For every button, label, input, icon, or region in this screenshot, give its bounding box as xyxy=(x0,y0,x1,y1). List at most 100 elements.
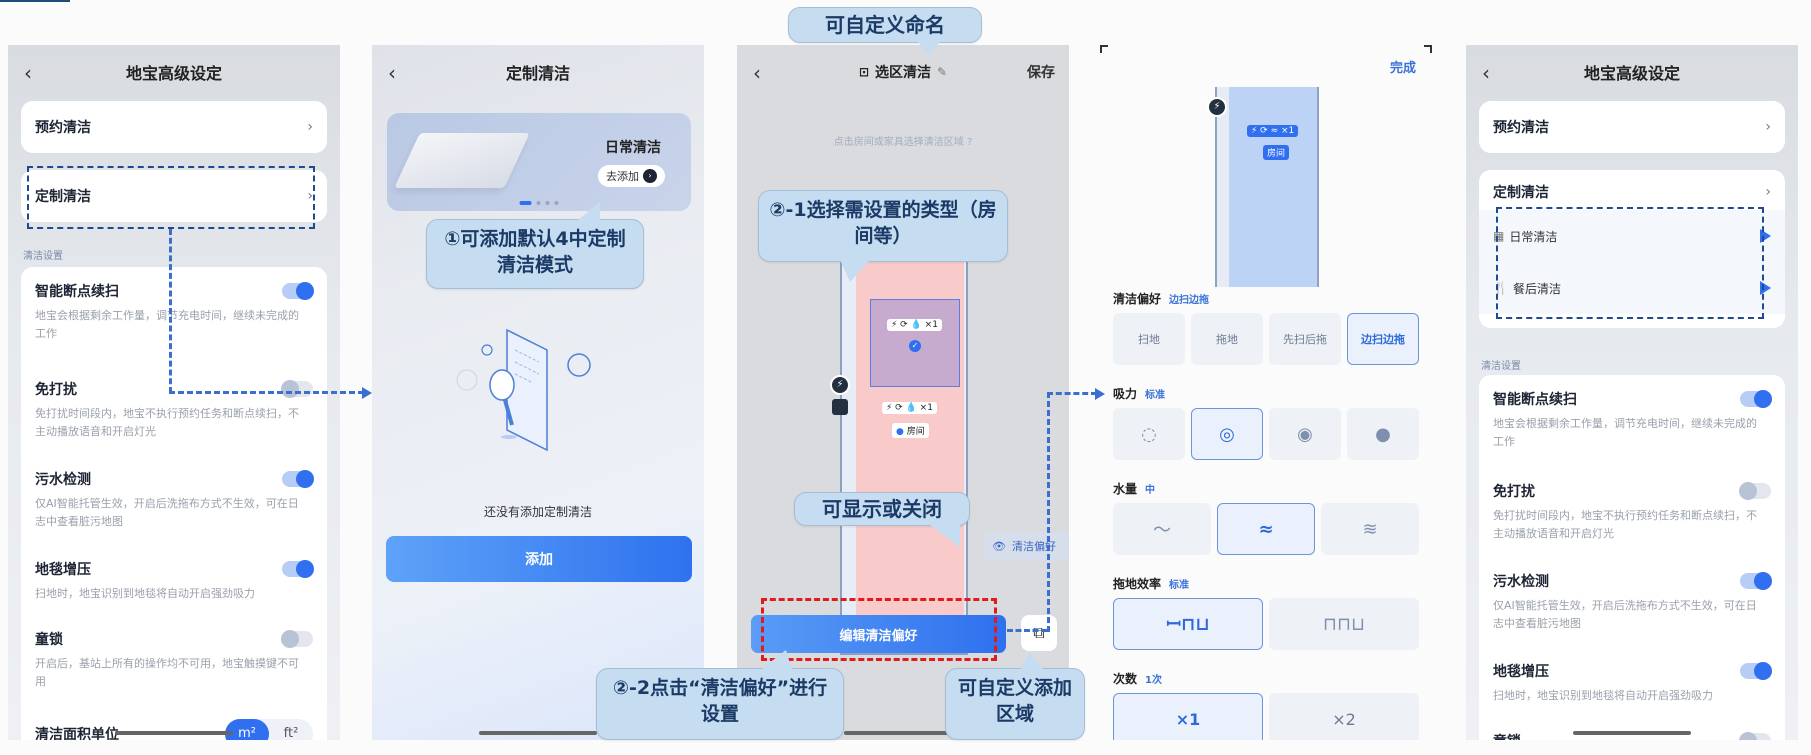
toggle-switch[interactable] xyxy=(1739,732,1771,740)
group-value: 标准 xyxy=(1169,580,1190,591)
setting-name: 智能断点续扫 xyxy=(35,284,119,300)
back-icon[interactable]: ‹ xyxy=(753,61,761,85)
passes-2-option[interactable]: ×2 xyxy=(1269,693,1419,740)
row-label: 预约清洁 xyxy=(35,120,91,136)
back-icon[interactable]: ‹ xyxy=(1482,61,1490,85)
zone-settings-chip: ⚡ ⟳ 💧 ×1 xyxy=(887,319,942,331)
edit-preference-button[interactable]: 编辑清洁偏好 xyxy=(751,615,1006,653)
passes-1-option[interactable]: ×1 xyxy=(1113,693,1263,740)
group-title: 次数 xyxy=(1113,672,1138,686)
water-medium-option[interactable]: ≈ xyxy=(1217,503,1315,555)
page-title: 定制清洁 xyxy=(505,64,570,83)
toggle-switch[interactable] xyxy=(282,282,314,300)
annotation-add-modes: ①可添加默认4中定制清洁模式 xyxy=(426,219,644,289)
setting-name: 童锁 xyxy=(1493,731,1771,740)
custom-mode-item[interactable]: ▦ 日常清洁 xyxy=(1479,210,1785,262)
room-map[interactable]: ⚡ ⟳ 💧 ×1 ✓ ⚡ ⟳ 💧 ×1 ● 房间 ⚡ xyxy=(830,255,968,655)
annotation-click-preference: ②-2点击“清洁偏好”进行设置 xyxy=(596,668,844,740)
row-custom-clean[interactable]: 定制清洁 › xyxy=(21,170,327,222)
toggle-switch[interactable] xyxy=(281,630,313,648)
add-button[interactable]: 添加 xyxy=(386,536,692,582)
page-title: 选区清洁 xyxy=(875,65,931,81)
custom-mode-item[interactable]: 🍴 餐后清洁 xyxy=(1479,262,1785,314)
save-button[interactable]: 保存 xyxy=(1027,65,1055,81)
nav-bar: ‹ 地宝高级设定 xyxy=(8,45,340,99)
nav-bar: ‹ 地宝高级设定 xyxy=(1466,45,1798,99)
mode-banner-carousel[interactable]: 日常清洁 去添加 › xyxy=(387,113,691,211)
option-mop[interactable]: 拖地 xyxy=(1191,313,1263,365)
annotation-tail xyxy=(1020,652,1044,670)
mop-standard-option[interactable]: ꟷ⊓⊔ xyxy=(1113,598,1263,650)
pref-toggle-label: 清洁偏好 xyxy=(1011,540,1056,553)
toggle-switch[interactable] xyxy=(1739,482,1771,500)
water-low-option[interactable]: 〜 xyxy=(1113,503,1211,555)
mop-pattern-deep-icon: ⊓⊓⊔ xyxy=(1322,613,1366,635)
highlight-box-red xyxy=(761,598,997,661)
water-low-icon: 〜 xyxy=(1153,520,1171,541)
top-accent-line xyxy=(0,0,70,2)
panel-advanced-settings-result: ‹ 地宝高级设定 预约清洁 › 定制清洁 › ▦ 日常清洁 🍴 餐后清洁 清洁设… xyxy=(1466,45,1798,740)
unit-option-m2[interactable]: m² xyxy=(225,719,269,740)
suction-max-option[interactable]: ● xyxy=(1347,408,1419,460)
row-label: 定制清洁 xyxy=(35,189,91,205)
option-sweep[interactable]: 扫地 xyxy=(1113,313,1185,365)
connector-line xyxy=(1047,392,1097,395)
toggle-switch[interactable] xyxy=(281,380,313,398)
eye-icon: 👁 xyxy=(992,539,1006,553)
annotation-add-area: 可自定义添加区域 xyxy=(945,668,1085,740)
toggle-switch[interactable] xyxy=(282,470,314,488)
row-label: 预约清洁 xyxy=(1493,120,1549,136)
passes-options: ×1 ×2 xyxy=(1113,693,1419,740)
toggle-switch[interactable] xyxy=(1740,390,1772,408)
suction-strong-option[interactable]: ◉ xyxy=(1269,408,1341,460)
suction-level-3-icon: ◉ xyxy=(1297,423,1313,445)
mop-pattern-standard-icon: ꟷ⊓⊔ xyxy=(1166,614,1210,635)
back-icon[interactable]: ‹ xyxy=(388,61,396,85)
option-sweep-and-mop[interactable]: 边扫边拖 xyxy=(1347,313,1419,365)
suction-level-4-icon: ● xyxy=(1375,423,1391,445)
mop-deep-option[interactable]: ⊓⊓⊔ xyxy=(1269,598,1419,650)
home-indicator xyxy=(479,731,597,735)
connector-line xyxy=(169,229,172,393)
room-tag[interactable]: ● 房间 xyxy=(892,423,929,438)
go-add-button[interactable]: 去添加 › xyxy=(598,165,665,187)
water-high-option[interactable]: ≋ xyxy=(1321,503,1419,555)
hint-text: 点击房间或家具选择清洁区域 xyxy=(833,137,964,148)
setting-desc: 免打扰时间段内，地宝不执行预约任务和断点续扫，不主动播放语音和开启灯光 xyxy=(35,407,299,438)
play-icon[interactable] xyxy=(1760,229,1771,243)
done-button[interactable]: 完成 xyxy=(1389,61,1416,76)
setting-child-lock: 童锁 xyxy=(1479,717,1785,740)
section-label: 清洁设置 xyxy=(23,251,63,262)
empty-document-illustration xyxy=(456,328,591,452)
unit-option-ft2[interactable]: ft² xyxy=(283,726,299,740)
map-hint: 点击房间或家具选择清洁区域 ? xyxy=(737,133,1069,148)
chevron-right-icon: › xyxy=(307,119,313,135)
back-icon[interactable]: ‹ xyxy=(24,61,32,85)
setting-area-unit: 清洁面积单位 m² ft² xyxy=(21,705,327,740)
row-scheduled-clean[interactable]: 预约清洁 › xyxy=(21,101,327,153)
toggle-switch[interactable] xyxy=(282,560,314,578)
annotation-tail xyxy=(930,525,960,547)
edit-pencil-icon[interactable]: ✎ xyxy=(937,65,948,79)
suction-standard-option[interactable]: ◎ xyxy=(1191,408,1263,460)
section-label: 清洁设置 xyxy=(1481,361,1521,372)
suction-quiet-option[interactable]: ◌ xyxy=(1113,408,1185,460)
play-icon[interactable] xyxy=(1760,281,1771,295)
unit-segmented-control[interactable]: m² ft² xyxy=(225,719,313,740)
robot-icon xyxy=(832,399,848,415)
toggle-switch[interactable] xyxy=(1740,662,1772,680)
option-sweep-then-mop[interactable]: 先扫后拖 xyxy=(1269,313,1341,365)
help-icon[interactable]: ? xyxy=(966,137,973,148)
row-scheduled-clean[interactable]: 预约清洁 › xyxy=(1479,101,1785,153)
group-value: 边扫边拖 xyxy=(1169,295,1210,306)
pref-visibility-toggle[interactable]: 👁 清洁偏好 xyxy=(984,532,1069,560)
home-indicator xyxy=(1573,731,1691,735)
setting-desc: 免打扰时间段内，地宝不执行预约任务和断点续扫，不主动播放语音和开启灯光 xyxy=(1493,509,1757,540)
page-title-group: ⊡ 选区清洁 ✎ xyxy=(859,62,947,82)
clean-mode-options: 扫地 拖地 先扫后拖 边扫边拖 xyxy=(1113,313,1419,365)
add-area-icon[interactable]: ⧉ xyxy=(1021,615,1057,651)
toggle-switch[interactable] xyxy=(1740,572,1772,590)
row-custom-clean[interactable]: 定制清洁 › xyxy=(1479,174,1785,210)
page-title: 地宝高级设定 xyxy=(1583,64,1680,83)
